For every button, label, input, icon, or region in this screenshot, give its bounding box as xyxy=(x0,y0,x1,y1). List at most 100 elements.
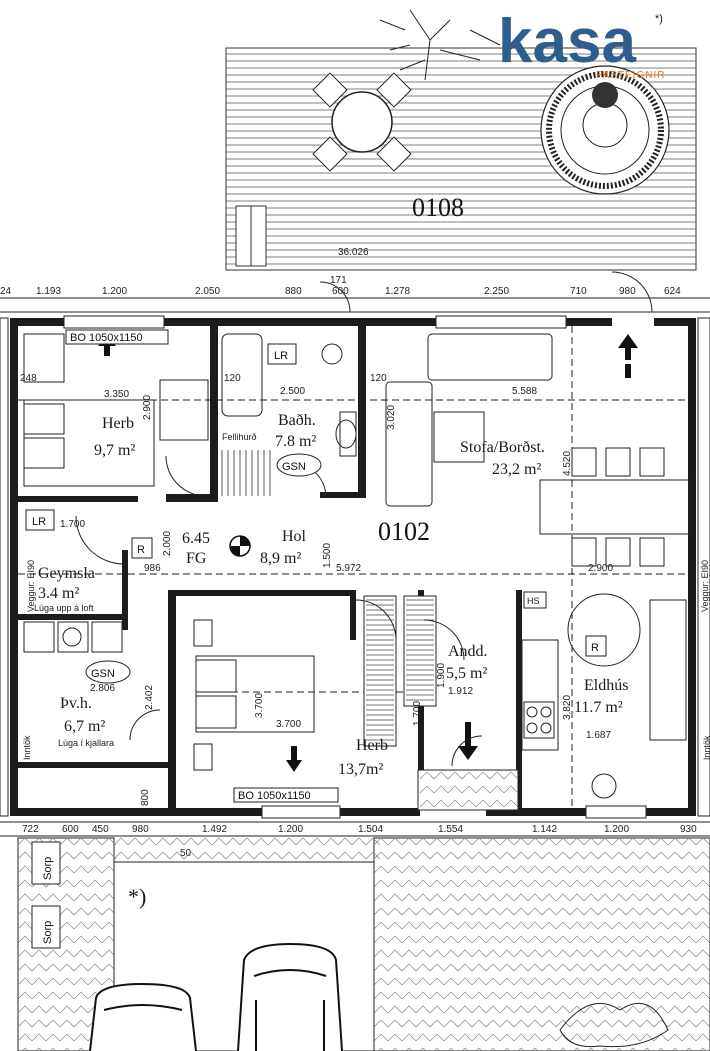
dim-248: 248 xyxy=(20,373,37,384)
dim-top-3: 2.050 xyxy=(195,286,220,297)
wardrobes-2 xyxy=(363,595,437,747)
room-herb-1: Herb 9,7 m² xyxy=(94,415,135,459)
fg-level: 6.45 xyxy=(182,530,210,547)
entrance-arrow-icon xyxy=(98,334,638,772)
room-geymsla-name: Geymsla xyxy=(38,565,95,582)
interior-dimensions: 248 3.350 2.900 120 2.500 120 3.020 5.58… xyxy=(20,373,613,806)
plant-sketch-icon xyxy=(559,1002,669,1048)
dim-120a: 120 xyxy=(224,373,241,384)
tag-veggur-right: Veggur: EI90 xyxy=(700,560,710,612)
exterior-walls xyxy=(0,315,710,819)
dim-2900b: 2.900 xyxy=(588,563,613,574)
tag-gsn-laundry: GSN xyxy=(91,668,115,680)
dim-1700b: 1.700 xyxy=(412,701,423,726)
dim-3020: 3.020 xyxy=(386,405,397,430)
tag-inntok-left: Inntök xyxy=(22,735,32,760)
unit-number: 0102 xyxy=(378,517,430,546)
room-eldhus-area: 11.7 m² xyxy=(574,699,623,716)
dim-3350: 3.350 xyxy=(104,389,129,400)
tag-lr-hall: LR xyxy=(32,516,46,528)
dim-1700: 1.700 xyxy=(60,519,85,530)
dim-2000: 2.000 xyxy=(162,531,173,556)
dim-986: 986 xyxy=(144,563,161,574)
bed-2 xyxy=(193,619,315,771)
room-bathroom: Baðh. 7.8 m² Fellihurð xyxy=(222,412,316,450)
tag-lr-bath: LR xyxy=(274,350,288,362)
fire-symbol-icon xyxy=(229,535,251,557)
room-thvottahus: Þv.h. 6,7 m² Lúga í kjallara xyxy=(58,695,114,748)
dim-171: 171 xyxy=(330,275,347,286)
dim-top-4: 880 xyxy=(285,286,302,297)
room-anddyri: Andd. 5,5 m² xyxy=(446,643,488,682)
tag-veggur-left: Veggur: EI90 xyxy=(26,560,36,612)
laundry-fixtures xyxy=(23,621,123,653)
dim-1900: 1.900 xyxy=(436,663,447,688)
dim-1500: 1.500 xyxy=(322,543,333,568)
tags: LR LR GSN GSN R R HS BO 1050x1150 BO 105… xyxy=(22,329,710,803)
room-stofa-area: 23,2 m² xyxy=(492,461,541,478)
dim-120b: 120 xyxy=(370,373,387,384)
room-herb-2-name: Herb xyxy=(356,737,388,754)
room-hol-area: 8,9 m² xyxy=(260,550,301,567)
dim-24: 24 xyxy=(0,286,12,297)
dim-bottom-10: 1.200 xyxy=(604,824,629,835)
room-geymsla-area: 3.4 m² xyxy=(38,585,79,602)
living-furniture xyxy=(385,333,691,567)
dim-1687: 1.687 xyxy=(586,730,611,741)
kitchen-fixtures xyxy=(521,593,687,799)
dim-top-1: 1.193 xyxy=(36,286,61,297)
room-bathroom-name: Baðh. xyxy=(278,412,316,429)
sorp-bin-1: Sorp xyxy=(42,857,54,880)
dim-top-10: 624 xyxy=(664,286,681,297)
dim-2900: 2.900 xyxy=(142,395,153,420)
room-stofa: Stofa/Borðst. 23,2 m² xyxy=(460,439,545,478)
room-herb-2: Herb 13,7m² xyxy=(338,737,388,778)
tag-gsn-bath: GSN xyxy=(282,461,306,473)
tag-bo-top: BO 1050x1150 xyxy=(70,332,143,344)
car-icon xyxy=(89,942,343,1051)
dim-top-6: 1.278 xyxy=(385,286,410,297)
room-eldhus: Eldhús 11.7 m² xyxy=(574,677,628,716)
dim-bottom-7: 1.504 xyxy=(358,824,383,835)
dim-top-9: 980 xyxy=(619,286,636,297)
logo-subtitle: FASTEIGNIR xyxy=(596,70,665,81)
room-herb-1-name: Herb xyxy=(102,415,134,432)
terrace-unit-number: 0108 xyxy=(412,193,464,222)
dim-top-7: 2.250 xyxy=(484,286,509,297)
dim-3820: 3.820 xyxy=(562,695,573,720)
room-herb-1-area: 9,7 m² xyxy=(94,442,135,459)
room-thvottahus-area: 6,7 m² xyxy=(64,718,105,735)
dim-50: 50 xyxy=(180,848,192,859)
dim-2806: 2.806 xyxy=(90,683,115,694)
room-hol-name: Hol xyxy=(282,528,307,545)
room-thvottahus-note: Lúga í kjallara xyxy=(58,738,114,748)
room-thvottahus-name: Þv.h. xyxy=(60,695,92,712)
parking-note-mark: *) xyxy=(128,884,146,909)
dim-bottom-9: 1.142 xyxy=(532,824,557,835)
room-stofa-name: Stofa/Borðst. xyxy=(460,439,545,456)
room-hol: Hol 8,9 m² 6.45 FG xyxy=(182,528,307,567)
dim-4520: 4.520 xyxy=(562,451,573,476)
logo-wordmark: kasa xyxy=(498,7,636,76)
top-dimension-line: 36.026 171 24 1.193 1.200 2.050 880 600 … xyxy=(0,247,710,313)
dim-top-5: 600 xyxy=(332,286,349,297)
door-swings xyxy=(75,271,653,767)
dim-bottom-1: 722 xyxy=(22,824,39,835)
dim-2500: 2.500 xyxy=(280,386,305,397)
room-anddyri-area: 5,5 m² xyxy=(446,665,487,682)
sorp-bin-2: Sorp xyxy=(42,921,54,944)
wardrobe-1 xyxy=(23,333,209,441)
dim-bottom-8: 1.554 xyxy=(438,824,463,835)
logo-mark: *) xyxy=(655,13,663,25)
bed-1 xyxy=(23,399,155,487)
fg-label: FG xyxy=(186,550,207,567)
dim-total-top: 36.026 xyxy=(338,247,369,258)
room-eldhus-name: Eldhús xyxy=(584,677,628,694)
dim-bottom-11: 930 xyxy=(680,824,697,835)
dim-bottom-3: 450 xyxy=(92,824,109,835)
tag-hs: HS xyxy=(527,596,540,606)
dim-3700a: 3.700 xyxy=(254,693,265,718)
dim-top-8: 710 xyxy=(570,286,587,297)
room-geymsla-note: Lúga upp á loft xyxy=(34,603,94,613)
